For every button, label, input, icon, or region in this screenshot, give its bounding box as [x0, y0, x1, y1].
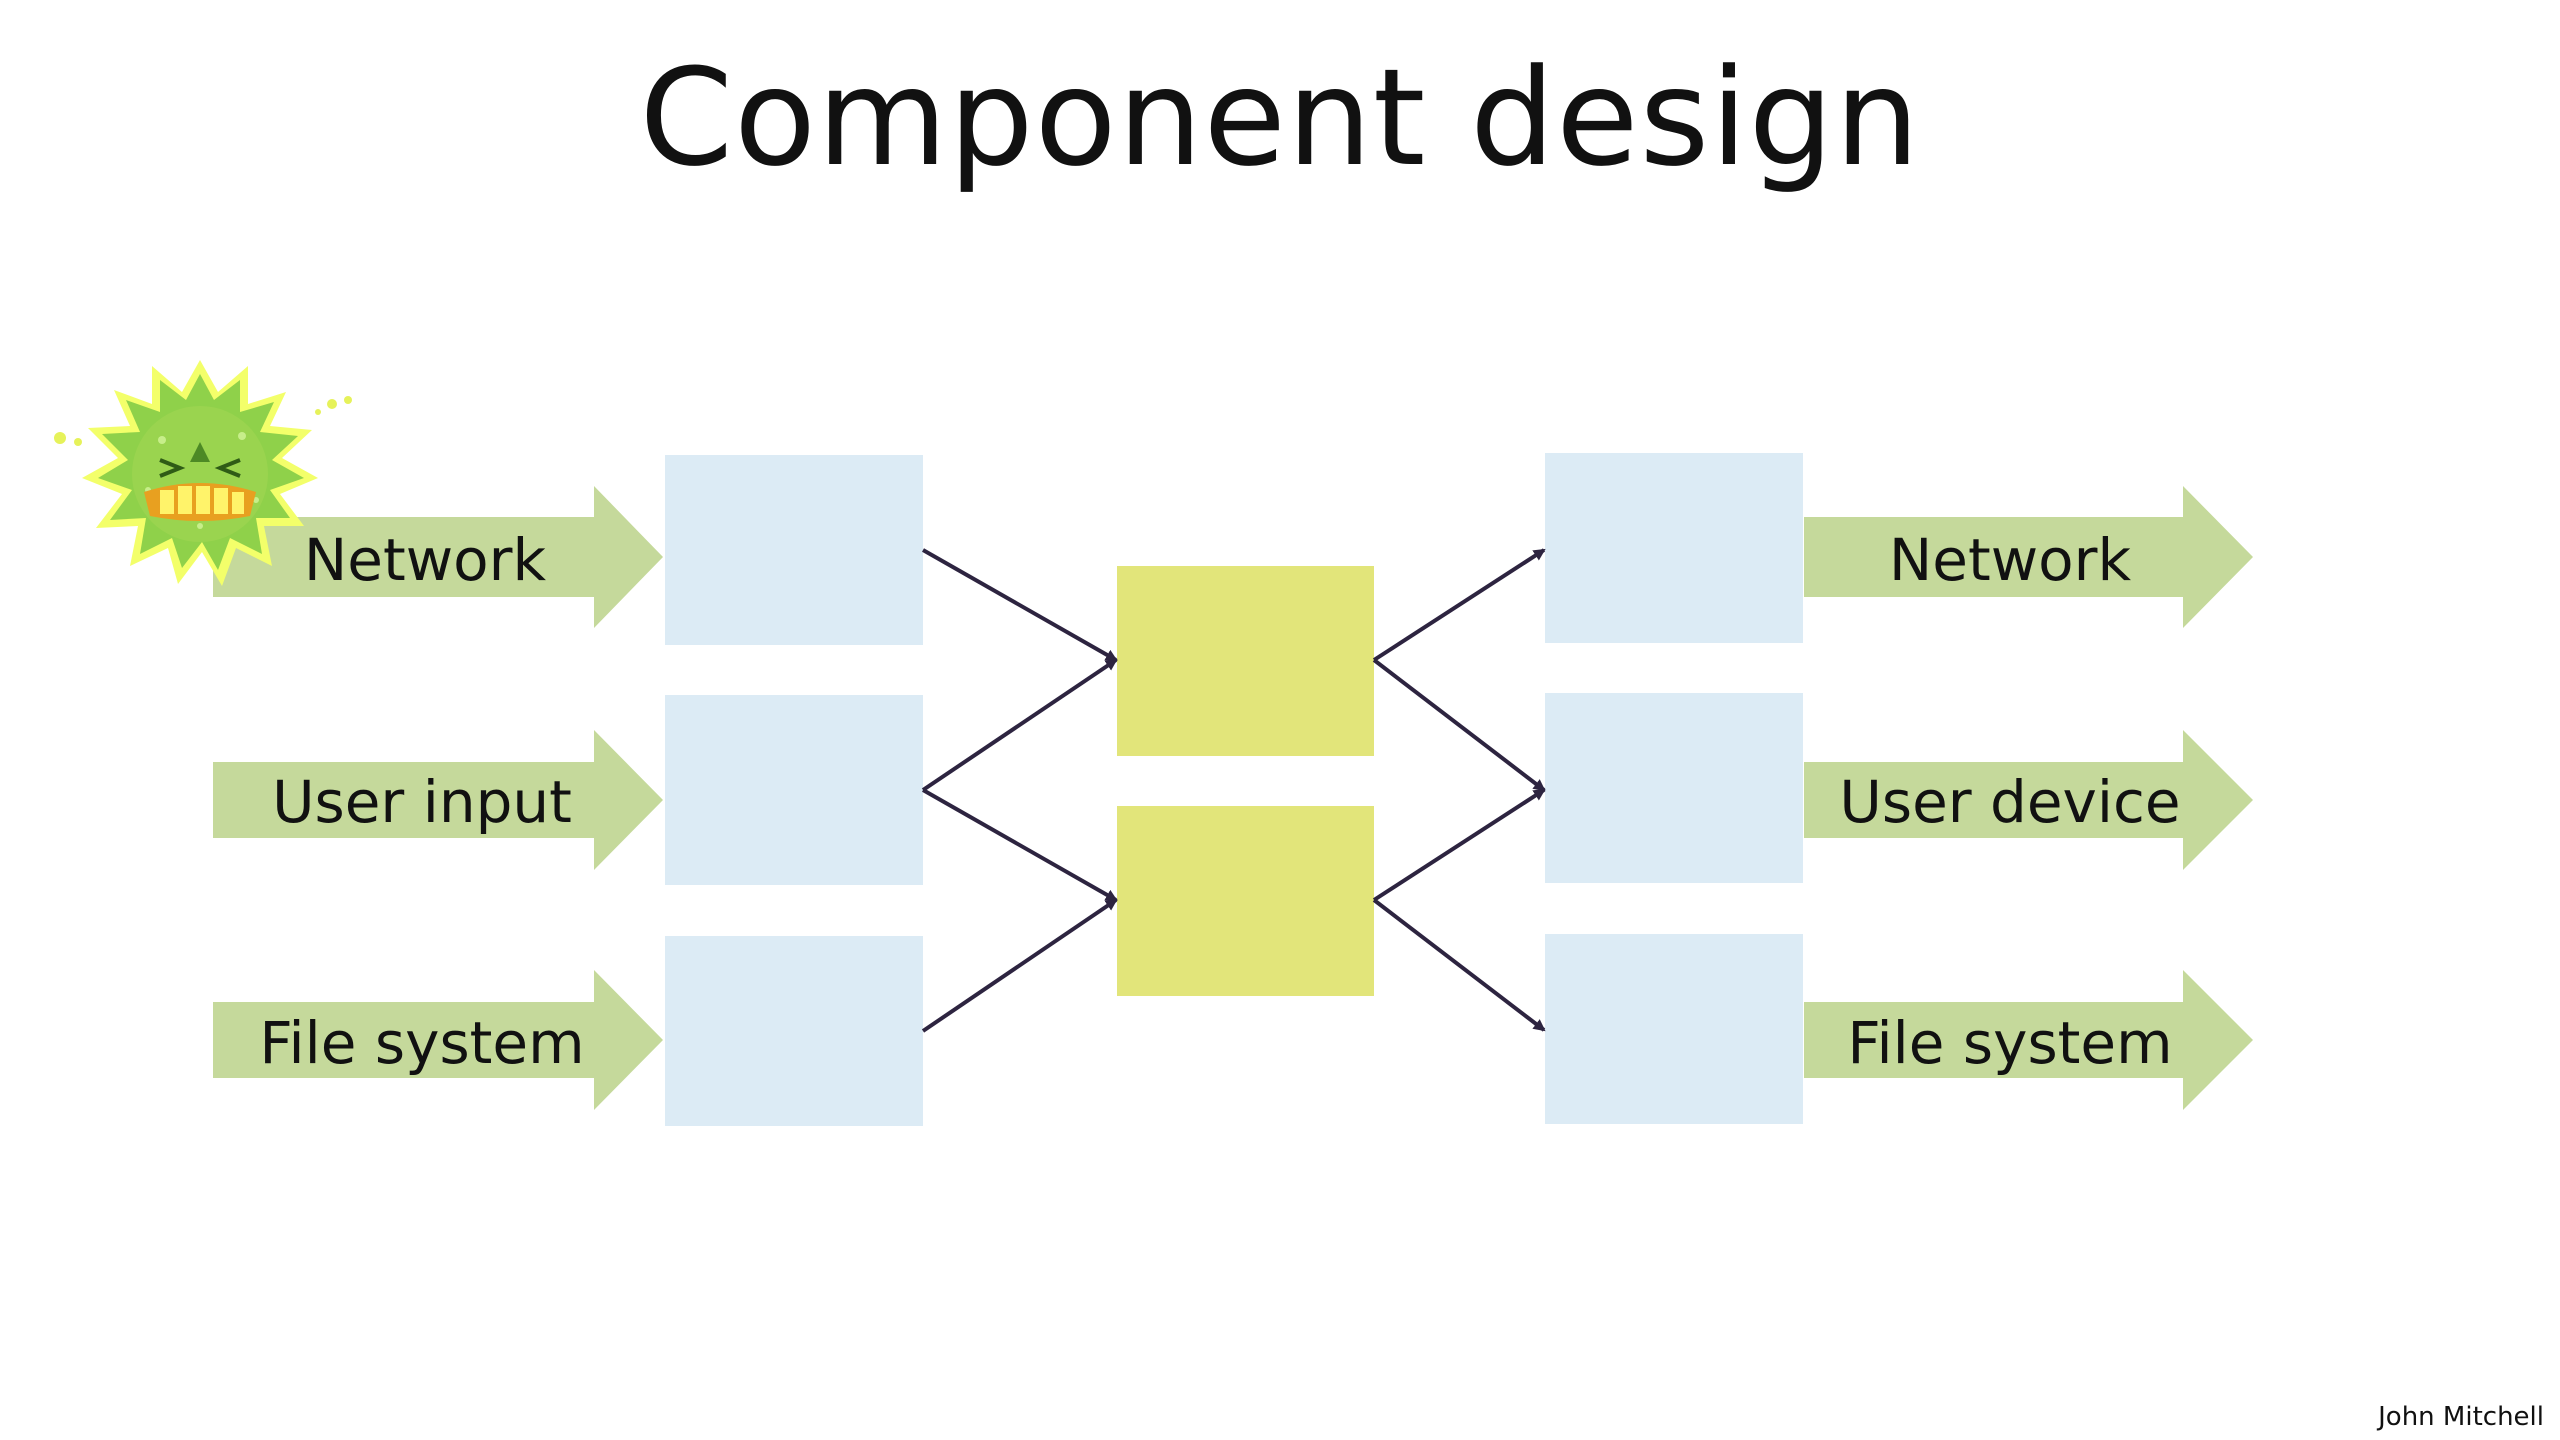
virus-drip	[327, 399, 337, 409]
input-arrow-label: User input	[272, 768, 572, 836]
input-arrow-network: Network	[213, 486, 663, 628]
virus-tooth	[232, 492, 244, 514]
virus-tooth	[178, 486, 192, 514]
virus-eye-left	[159, 458, 186, 478]
author-credit: John Mitchell	[2378, 1402, 2544, 1432]
virus-core	[132, 406, 268, 542]
virus-drip	[54, 432, 66, 444]
output-arrow-file-system: File system	[1804, 970, 2253, 1110]
input-arrow-label: File system	[259, 1009, 584, 1077]
connector-line	[1372, 788, 1546, 902]
connector-line	[922, 548, 1118, 662]
output-component-box-1	[1545, 453, 1803, 643]
connector-line	[1372, 898, 1546, 1032]
output-component-box-2	[1545, 693, 1803, 883]
virus-tooth	[160, 490, 174, 514]
input-arrow-shape	[213, 730, 663, 870]
input-component-box-1	[665, 455, 923, 645]
output-arrow-label: User device	[1839, 768, 2180, 836]
virus-drip	[344, 396, 352, 404]
connector-line	[921, 658, 1118, 792]
virus-drip	[315, 409, 321, 415]
connector-line	[922, 788, 1118, 902]
output-arrow-label: Network	[1889, 526, 2132, 594]
virus-speckle	[253, 497, 259, 503]
input-arrow-label: Network	[304, 526, 547, 594]
output-arrow-network: Network	[1804, 486, 2253, 628]
output-arrow-shape	[1804, 486, 2253, 628]
virus-eye-right	[214, 458, 241, 478]
virus-drip	[74, 438, 82, 446]
output-arrow-shape	[1804, 970, 2253, 1110]
input-arrow-shape	[213, 486, 663, 628]
virus-speckle	[197, 523, 203, 529]
connector-line	[921, 898, 1118, 1033]
input-arrow-file-system: File system	[213, 970, 663, 1110]
virus-speckle	[158, 436, 166, 444]
virus-speckle	[238, 432, 246, 440]
output-arrow-user-device: User device	[1804, 730, 2253, 870]
page-title: Component design	[639, 40, 1921, 196]
connector-line	[1372, 658, 1546, 792]
connector-line	[1372, 548, 1546, 662]
output-arrow-shape	[1804, 730, 2253, 870]
output-component-box-3	[1545, 934, 1803, 1124]
input-arrow-shape	[213, 970, 663, 1110]
output-arrow-label: File system	[1847, 1009, 2172, 1077]
input-component-box-2	[665, 695, 923, 885]
virus-bug-icon	[54, 360, 352, 586]
virus-tooth	[196, 486, 210, 514]
core-component-box-2	[1117, 806, 1374, 996]
core-component-box-1	[1117, 566, 1374, 756]
input-component-box-3	[665, 936, 923, 1126]
virus-tooth	[214, 488, 228, 514]
input-arrow-user-input: User input	[213, 730, 663, 870]
virus-nose	[190, 442, 210, 462]
